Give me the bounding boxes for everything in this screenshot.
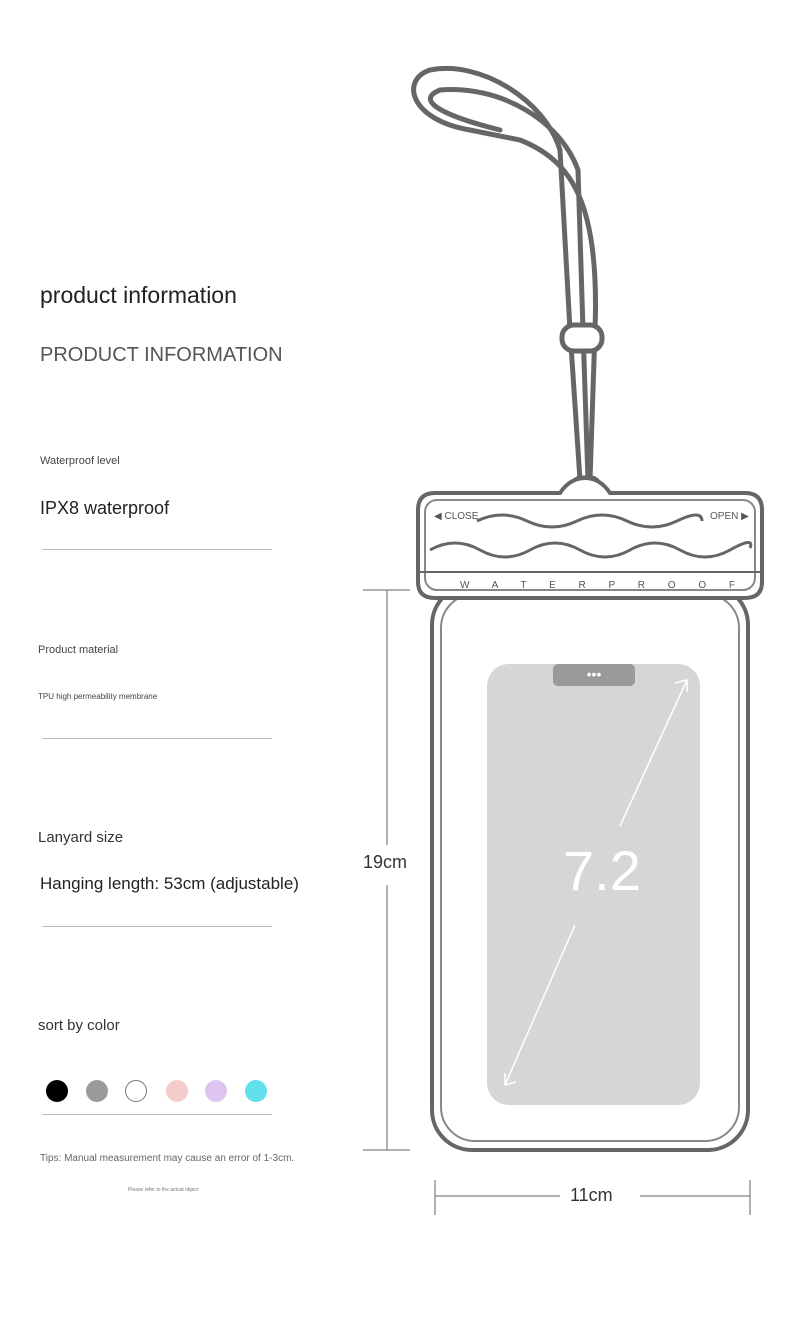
divider [42,1114,272,1115]
spec-value-waterproof: IPX8 waterproof [40,498,170,518]
phone-notch [553,664,635,686]
divider [42,926,272,927]
color-swatch-pink[interactable] [166,1080,188,1102]
spec-label-lanyard: Lanyard size [38,829,124,846]
color-label: sort by color [38,1017,120,1034]
divider [42,738,272,739]
pouch-header [416,475,764,600]
divider [42,549,272,550]
lanyard [411,66,605,499]
height-dimension: 19cm [363,852,408,872]
tips-text: Tips: Manual measurement may cause an er… [40,1153,295,1164]
open-label: OPEN ▶ [710,511,749,522]
screen-size: 7.2 [563,839,641,902]
color-swatch-purple[interactable] [205,1080,227,1102]
waterproof-band: W A T E R P R O O F [460,580,748,591]
subtitle: PRODUCT INFORMATION [40,344,283,366]
svg-text:•••: ••• [587,666,602,682]
width-dimension: 11cm [570,1185,613,1205]
color-swatch-black[interactable] [46,1080,68,1102]
color-swatch-gray[interactable] [86,1080,108,1102]
title: product information [40,282,237,308]
color-swatch-white[interactable] [125,1080,147,1102]
tips-note: Please refer to the actual object [128,1187,199,1193]
spec-label-material: Product material [38,644,119,656]
color-swatch-cyan[interactable] [245,1080,267,1102]
spec-value-lanyard: Hanging length: 53cm (adjustable) [40,874,299,893]
close-label: ◀ CLOSE [434,511,479,522]
phone-screen [487,664,700,1105]
spec-label-waterproof: Waterproof level [40,455,120,467]
spec-value-material: TPU high permeability membrane [38,692,158,701]
